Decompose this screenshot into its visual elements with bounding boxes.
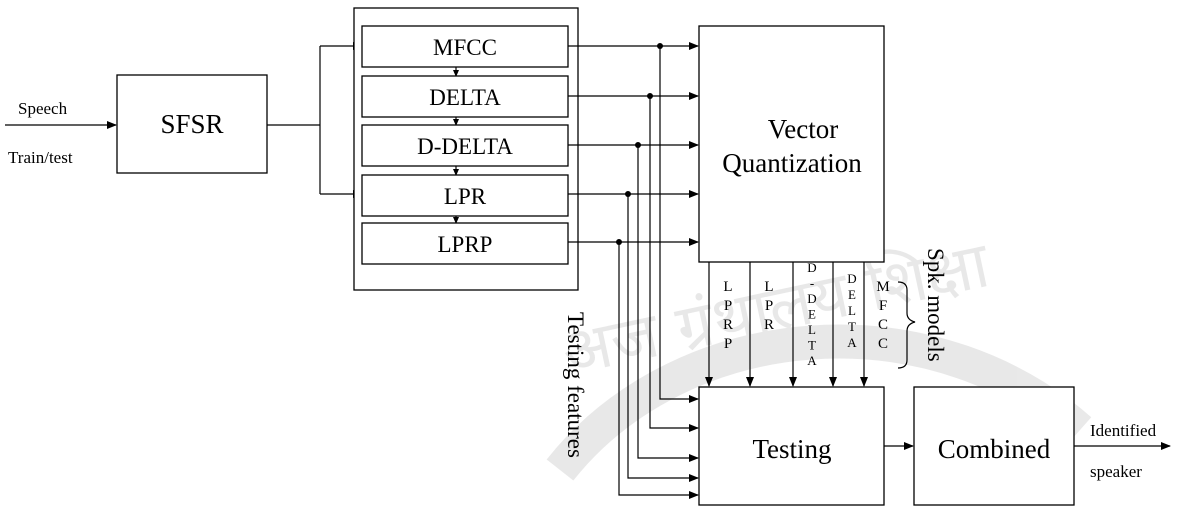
feature-label-d-delta: D-DELTA — [417, 134, 513, 159]
testing-feature-routing — [568, 42, 699, 499]
model-label-char: P — [765, 298, 773, 314]
vq-label-line1: Vector — [768, 114, 838, 144]
vector-quantization-block — [698, 25, 885, 263]
feature-box-lpr — [361, 174, 569, 217]
testing-feature-line-mfcc — [659, 46, 699, 403]
model-label-char: R — [723, 317, 733, 333]
model-label-char: L — [848, 303, 856, 318]
testing-label: Testing — [752, 434, 831, 464]
feature-label-lpr: LPR — [444, 184, 487, 209]
model-label-char: T — [848, 319, 856, 334]
model-label-char: D — [807, 260, 816, 275]
feature-label-lprp: LPRP — [438, 232, 493, 257]
model-label-char: M — [876, 279, 889, 295]
model-label-char: D — [847, 271, 856, 286]
feature-box-lprp — [361, 222, 569, 265]
model-label-char: P — [724, 336, 732, 352]
feature-box-d-delta — [361, 124, 569, 167]
model-label-char: L — [723, 279, 732, 295]
speaker-label: speaker — [1090, 462, 1142, 481]
model-label-char: P — [724, 298, 732, 314]
model-label-char: L — [808, 322, 816, 337]
testing-feature-line-d-delta — [637, 145, 699, 462]
testing-features-label: Testing features — [563, 312, 588, 458]
testing-feature-line-delta — [649, 96, 699, 432]
feature-box-mfcc — [361, 25, 569, 68]
vq-label-line2: Quantization — [722, 148, 862, 178]
model-label-char: - — [810, 276, 814, 291]
testing-block — [698, 386, 885, 506]
model-label-char: E — [848, 287, 856, 302]
combined-label: Combined — [938, 434, 1051, 464]
model-label-char: T — [808, 338, 816, 353]
feature-boxes: MFCC DELTA D-DELTA LPR LPRP — [361, 25, 569, 265]
model-label-char: R — [764, 317, 774, 333]
testing-feature-line-lprp — [618, 242, 699, 499]
spk-models-brace — [897, 281, 916, 369]
combined-block — [913, 386, 1075, 506]
model-label-char: E — [808, 307, 816, 322]
model-label-char: L — [764, 279, 773, 295]
spk-models-label: Spk. models — [923, 248, 948, 362]
speech-label: Speech — [18, 99, 68, 118]
model-label-char: A — [807, 353, 817, 368]
sfsr-label: SFSR — [160, 109, 223, 139]
model-label-char: A — [847, 335, 857, 350]
identified-label: Identified — [1090, 421, 1157, 440]
feature-label-delta: DELTA — [429, 85, 501, 110]
sfsr-block — [116, 74, 268, 174]
feature-label-mfcc: MFCC — [433, 35, 497, 60]
feature-box-delta — [361, 75, 569, 118]
train-test-label: Train/test — [8, 148, 73, 167]
model-label-char: F — [879, 298, 887, 314]
model-label-char: C — [878, 336, 888, 352]
testing-feature-line-lpr — [627, 194, 699, 482]
model-label-char: C — [878, 317, 888, 333]
model-label-char: D — [807, 291, 816, 306]
